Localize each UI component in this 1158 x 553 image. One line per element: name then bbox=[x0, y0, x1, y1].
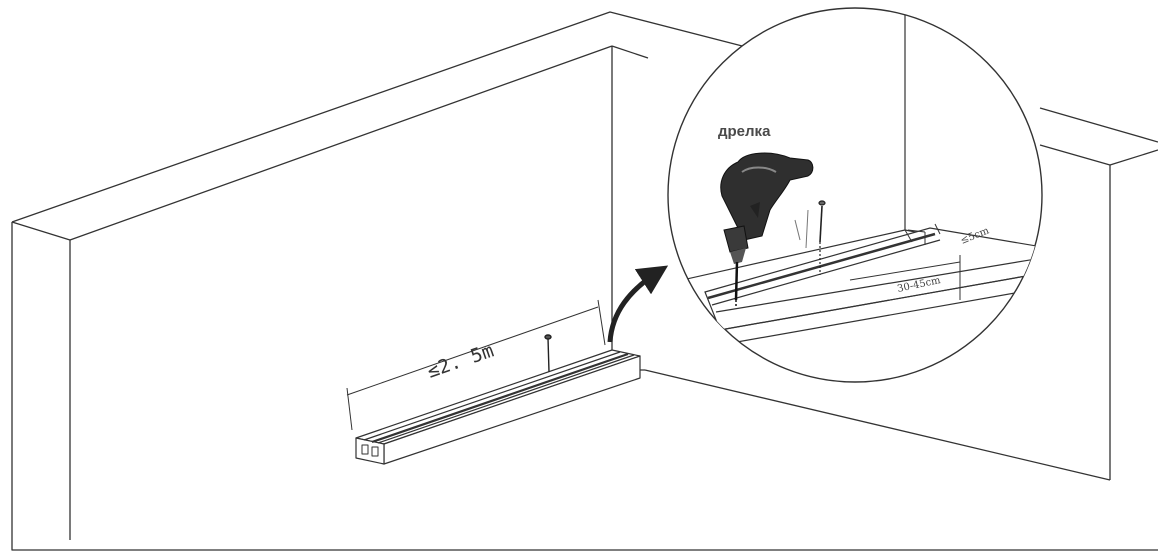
span-label: ≤2. 5m bbox=[424, 340, 496, 383]
screw-zoom bbox=[818, 200, 826, 275]
detail-magnifier: ≤5cm 30-45cm дрелка bbox=[667, 7, 1043, 383]
curtain-track bbox=[355, 349, 641, 465]
back-wall bbox=[11, 222, 1158, 551]
drill-label: дрелка bbox=[718, 123, 771, 140]
room-walls bbox=[11, 11, 1158, 551]
drill-icon bbox=[720, 152, 814, 308]
screw-main bbox=[544, 334, 552, 373]
end-distance-marker bbox=[904, 223, 941, 243]
span-dimension bbox=[346, 299, 606, 431]
side-wall bbox=[1039, 107, 1158, 143]
zoom-arrow-icon bbox=[607, 265, 669, 343]
